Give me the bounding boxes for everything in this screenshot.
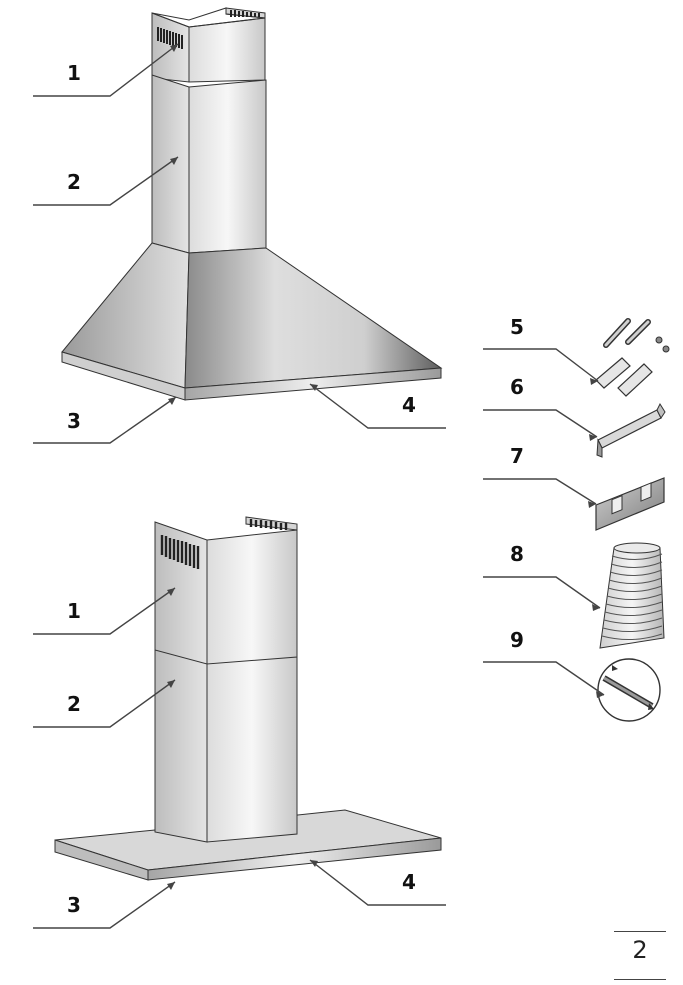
callout-6: 6 xyxy=(510,375,524,399)
callout-top-2: 2 xyxy=(67,170,81,194)
hood-canopy xyxy=(61,242,443,401)
screws-and-plugs-icon xyxy=(595,318,670,397)
callout-bottom-1: 1 xyxy=(67,599,81,623)
upper-chimney-2 xyxy=(154,516,298,665)
t-shape-hood xyxy=(54,516,442,881)
page-number-rule-top xyxy=(614,931,666,932)
page-number: 2 xyxy=(632,936,648,964)
callout-bottom-4: 4 xyxy=(402,870,416,894)
callout-7: 7 xyxy=(510,444,524,468)
pyramid-hood xyxy=(61,7,443,401)
mounting-plate-icon xyxy=(595,477,665,531)
callout-bottom-2: 2 xyxy=(67,692,81,716)
vent-slots-icon xyxy=(160,519,288,569)
page-number-rule-bottom xyxy=(614,979,666,980)
callout-8: 8 xyxy=(510,542,524,566)
upper-chimney xyxy=(151,7,266,83)
duct-clamp-icon xyxy=(597,658,661,722)
lower-chimney xyxy=(151,74,267,254)
leader-lines xyxy=(33,43,605,929)
mounting-bracket-icon xyxy=(596,402,666,458)
hood-base xyxy=(54,809,442,881)
lower-chimney-2 xyxy=(154,642,298,843)
callout-top-1: 1 xyxy=(67,61,81,85)
callout-top-4: 4 xyxy=(402,393,416,417)
callout-bottom-3: 3 xyxy=(67,893,81,917)
callout-top-3: 3 xyxy=(67,409,81,433)
callout-numbers: 1 2 3 4 5 6 7 8 9 1 2 3 4 xyxy=(67,61,524,917)
flexible-duct-icon xyxy=(599,542,665,649)
callout-5: 5 xyxy=(510,315,524,339)
leader-arrowheads xyxy=(167,44,604,890)
vent-slots-icon xyxy=(157,10,260,49)
callout-9: 9 xyxy=(510,628,524,652)
